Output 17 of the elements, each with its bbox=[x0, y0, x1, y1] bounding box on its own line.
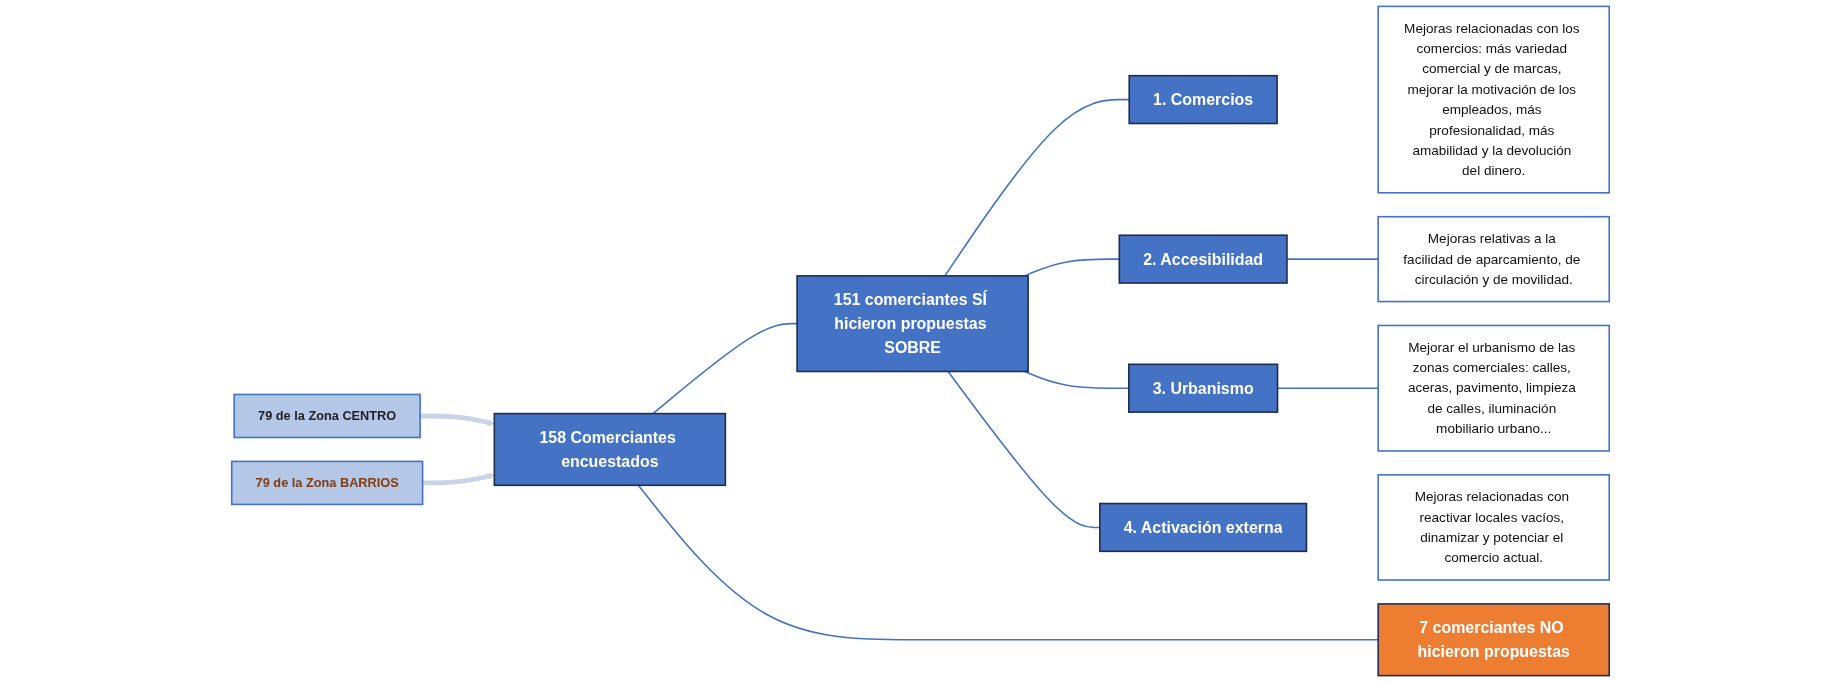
node-box: 79 de la Zona BARRIOS bbox=[230, 460, 424, 506]
node-box: 79 de la Zona CENTRO bbox=[233, 393, 421, 439]
node-box: 1. Comercios bbox=[1128, 74, 1278, 125]
node-box: 2. Accesibilidad bbox=[1118, 234, 1288, 284]
arrow bbox=[422, 472, 495, 486]
node-box: 158 Comerciantes encuestados bbox=[493, 412, 727, 487]
node-box: Mejoras relacionadas con los comercios: más variedad comercial y de marcas, mejorar la motivación de los empleados, más profesionalidad, más amabilidad y la devolución del dinero. bbox=[1377, 5, 1611, 194]
node-box: Mejorar el urbanismo de las zonas comerciales: calles, aceras, pavimento, limpieza de calles, iluminación mobiliario urbano... bbox=[1377, 324, 1611, 452]
node-box: 3. Urbanismo bbox=[1128, 363, 1279, 413]
node-box: 151 comerciantes SÍ hicieron propuestas SOBRE bbox=[796, 275, 1029, 373]
node-box: Mejoras relacionadas con reactivar locales vacíos, dinamizar y potenciar el comercio actual. bbox=[1377, 474, 1611, 581]
node-box: 4. Activación externa bbox=[1099, 502, 1308, 553]
connector bbox=[652, 322, 798, 415]
arrow bbox=[420, 413, 495, 426]
connector bbox=[637, 484, 1379, 641]
node-box: Mejoras relativas a la facilidad de aparcamiento, de circulación y de movilidad. bbox=[1377, 215, 1611, 303]
node-box: 7 comerciantes NO hicieron propuestas bbox=[1377, 603, 1611, 677]
